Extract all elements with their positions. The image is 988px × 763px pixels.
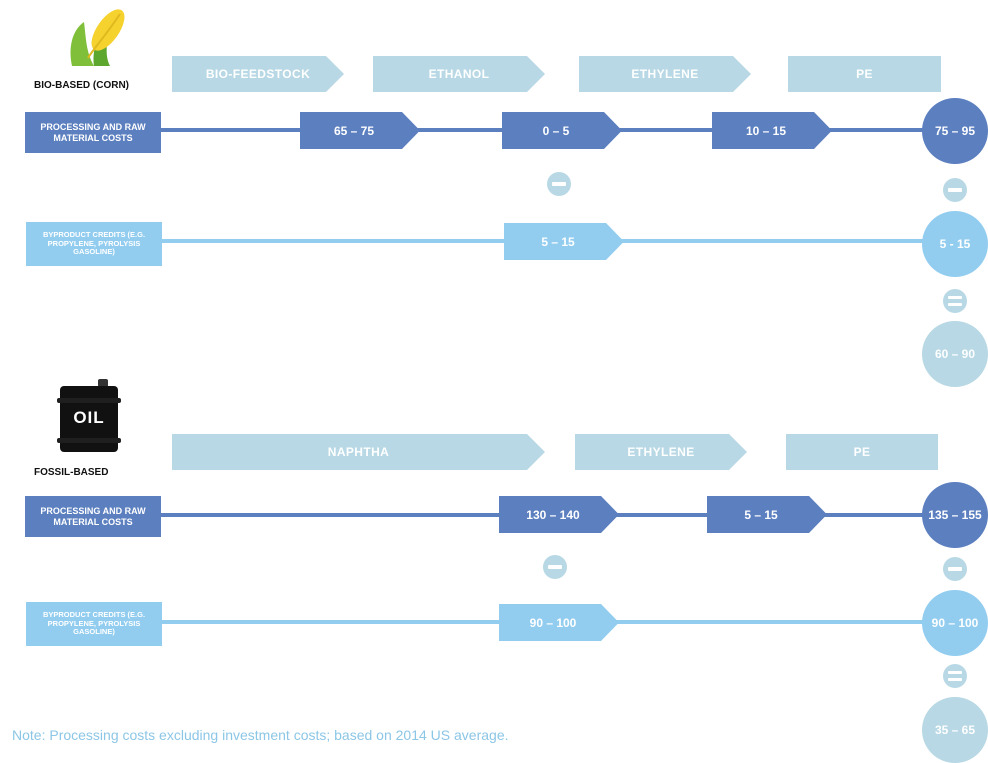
bio-byproduct-total: 5 - 15 (922, 211, 988, 277)
fossil-processing-total: 135 – 155 (922, 482, 988, 548)
bio-byproduct-label: BYPRODUCT CREDITS (E.G. PROPYLENE, PYROL… (26, 222, 162, 266)
bio-processing-label: PROCESSING AND RAW MATERIAL COSTS (25, 112, 161, 153)
corn-icon (70, 9, 125, 66)
fossil-byproduct-value: 90 – 100 (499, 604, 619, 641)
stage-ethanol: ETHANOL (373, 56, 545, 92)
minus-icon (543, 555, 567, 579)
bio-processing-value: 10 – 15 (712, 112, 832, 149)
equals-icon (943, 664, 967, 688)
minus-icon (943, 178, 967, 202)
fossil-based-label: FOSSIL-BASED (34, 467, 109, 478)
oil-barrel-text: OIL (73, 408, 105, 427)
bio-processing-total: 75 – 95 (922, 98, 988, 164)
stage-pe: PE (788, 56, 941, 92)
fossil-byproduct-label: BYPRODUCT CREDITS (E.G. PROPYLENE, PYROL… (26, 602, 162, 646)
minus-icon (943, 557, 967, 581)
bio-processing-value: 0 – 5 (502, 112, 622, 149)
stage-bio-feedstock: BIO-FEEDSTOCK (172, 56, 344, 92)
fossil-byproduct-total: 90 – 100 (922, 590, 988, 656)
bio-byproduct-value: 5 – 15 (504, 223, 624, 260)
footnote: Note: Processing costs excluding investm… (12, 727, 509, 743)
stage-ethylene: ETHYLENE (575, 434, 747, 470)
stage-naphtha: NAPHTHA (172, 434, 545, 470)
fossil-processing-value: 130 – 140 (499, 496, 619, 533)
oil-barrel-cap (98, 379, 108, 387)
oil-barrel-icon: OIL (57, 386, 121, 452)
stage-ethylene: ETHYLENE (579, 56, 751, 92)
bio-processing-value: 65 – 75 (300, 112, 420, 149)
minus-icon (547, 172, 571, 196)
equals-icon (943, 289, 967, 313)
bio-result: 60 – 90 (922, 321, 988, 387)
fossil-processing-value: 5 – 15 (707, 496, 827, 533)
fossil-result: 35 – 65 (922, 697, 988, 763)
bio-based-label: BIO-BASED (CORN) (34, 80, 129, 91)
stage-pe: PE (786, 434, 938, 470)
fossil-processing-label: PROCESSING AND RAW MATERIAL COSTS (25, 496, 161, 537)
